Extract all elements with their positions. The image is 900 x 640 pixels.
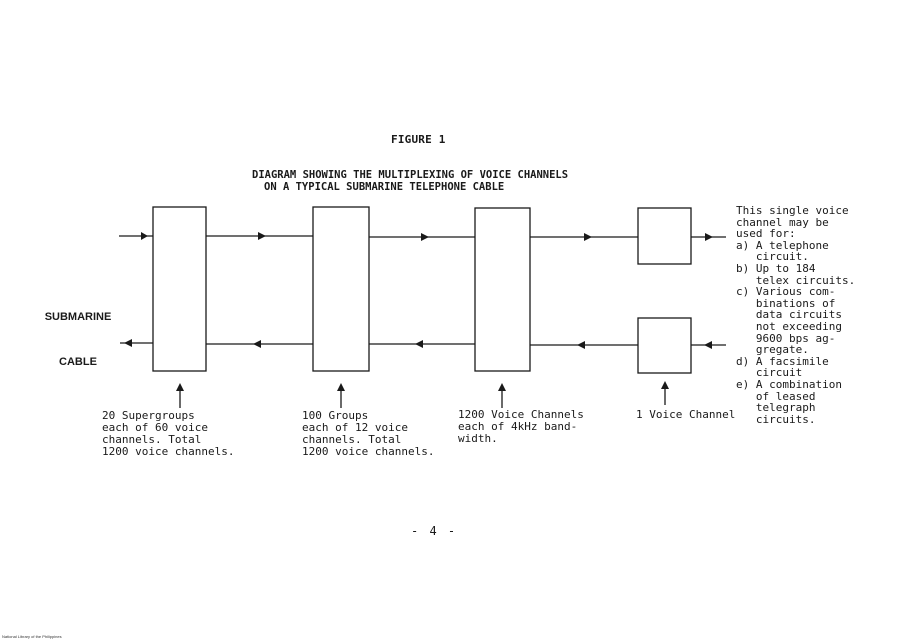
up-arrowhead xyxy=(337,383,345,391)
up-arrowhead xyxy=(176,383,184,391)
up-arrowhead xyxy=(661,381,669,389)
left-arrowhead xyxy=(577,341,585,349)
right-arrowhead xyxy=(705,233,713,241)
usage-notes: This single voice channel may be used fo… xyxy=(736,204,856,426)
submarine-cable-label: SUBMARINE CABLE xyxy=(38,280,118,385)
right-arrowhead xyxy=(421,233,429,241)
submarine-cable-label-line1: SUBMARINE xyxy=(44,311,112,323)
right-arrowhead xyxy=(258,232,266,240)
up-arrowhead xyxy=(498,383,506,391)
diagram-heading-line1: DIAGRAM SHOWING THE MULTIPLEXING OF VOIC… xyxy=(252,169,569,181)
right-arrowhead xyxy=(584,233,592,241)
left-arrowhead xyxy=(253,340,261,348)
left-arrowhead xyxy=(415,340,423,348)
caption-voice-channels: 1200 Voice Channels each of 4kHz band- w… xyxy=(458,408,584,445)
channel-mux-box xyxy=(474,207,531,372)
caption-single-channel: 1 Voice Channel xyxy=(636,408,736,421)
group-mux-box xyxy=(312,206,370,372)
single-channel-box-top xyxy=(637,207,692,265)
caption-supergroups: 20 Supergroups each of 60 voice channels… xyxy=(102,409,235,458)
footer-attribution: National Library of the Philippines xyxy=(2,634,62,639)
left-arrowhead xyxy=(124,339,132,347)
page-number: - 4 - xyxy=(411,524,458,538)
supergroup-mux-box xyxy=(152,206,207,372)
submarine-cable-label-line2: CABLE xyxy=(59,356,97,368)
right-arrowhead xyxy=(141,232,148,240)
left-arrowhead xyxy=(704,341,712,349)
figure-title: FIGURE 1 xyxy=(391,133,446,146)
single-channel-box-bottom xyxy=(637,317,692,374)
caption-groups: 100 Groups each of 12 voice channels. To… xyxy=(302,409,435,458)
diagram-heading-line2: ON A TYPICAL SUBMARINE TELEPHONE CABLE xyxy=(264,181,505,193)
